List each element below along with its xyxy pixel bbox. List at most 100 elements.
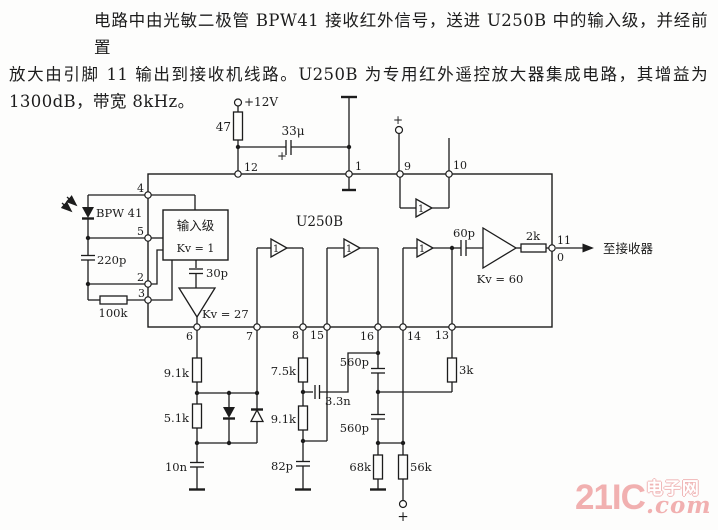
label-c60p: 60p	[453, 226, 475, 240]
paragraph-line-3: 1300dB，带宽 8kHz。	[9, 92, 195, 111]
supply-rail	[232, 95, 357, 192]
label-r47: 47	[216, 120, 231, 134]
pin-15-node	[323, 323, 331, 331]
buffer-14-13	[402, 237, 453, 327]
pin-14-node	[399, 323, 407, 331]
label-c82p: 82p	[271, 459, 293, 473]
pin-label-13: 13	[435, 329, 449, 342]
buffer-amp-icon	[270, 237, 289, 259]
pin-13-node	[448, 323, 456, 331]
label-bottom-terminal-plus: +	[397, 509, 408, 525]
pin-label-12: 12	[244, 161, 258, 174]
pin-label-5: 5	[137, 225, 144, 238]
diode-up-icon	[249, 408, 265, 423]
label-stage-gain: Kv = 1	[177, 242, 215, 255]
label-r5.1k: 5.1k	[164, 411, 190, 425]
label-c3.3n: 3.3n	[325, 394, 351, 408]
label-buffer4: 1	[418, 204, 424, 215]
buffer-amp-icon	[415, 197, 434, 219]
paragraph-line-2: 放大由引脚 11 输出到接收机线路。U250B 为专用红外遥控放大器集成电路，其…	[9, 65, 708, 84]
pin-5-node	[144, 234, 152, 242]
watermark-logo: 21IC 电子网 .com	[575, 478, 712, 519]
pin-16-node	[374, 323, 382, 331]
label-c33u-plus: +	[277, 149, 287, 163]
pin-label-14: 14	[407, 330, 421, 343]
resistor-100k	[99, 295, 128, 305]
label-r3k: 3k	[459, 363, 474, 377]
label-r56k: 56k	[410, 460, 433, 474]
label-out-gain: Kv = 60	[477, 272, 524, 286]
light-arrow-icon	[60, 201, 73, 213]
intro-paragraph: 电路中由光敏二极管 BPW41 接收红外信号，送进 U250B 中的输入级，并经…	[9, 7, 708, 115]
resistor-3k	[446, 357, 458, 383]
label-input-stage: 输入级	[177, 218, 215, 233]
buffer-9-10	[399, 174, 450, 219]
pin-label-3: 3	[138, 287, 145, 300]
pin-label-2: 2	[137, 271, 144, 284]
pin-9-node	[396, 170, 404, 178]
diode-down-icon	[223, 407, 235, 418]
output-amp-icon	[482, 226, 518, 270]
pin-label-6: 6	[186, 330, 193, 343]
label-destination: 至接收器	[603, 241, 654, 256]
watermark-site-name: 电子网	[645, 479, 700, 499]
junction-dots	[85, 144, 455, 446]
pin16-branch	[370, 327, 458, 509]
label-r2k: 2k	[526, 229, 541, 243]
label-buffer3: 1	[419, 244, 425, 255]
label-c33u: 33μ	[281, 124, 304, 138]
label-c560p-b: 560p	[340, 421, 369, 435]
pin-6-node	[193, 323, 201, 331]
pin8-branch	[295, 327, 378, 491]
resistor-56k	[397, 454, 409, 480]
pin-8-node	[299, 323, 307, 331]
pin-label-8: 8	[292, 329, 299, 342]
pin-12-node	[234, 170, 242, 178]
label-out-zero: 0	[557, 251, 564, 264]
watermark-dot-com: .com	[645, 492, 712, 519]
output-stage	[452, 226, 594, 270]
pin-11-node	[548, 244, 556, 252]
label-r9.1k-b: 9.1k	[271, 412, 297, 426]
bottom-terminal	[398, 499, 408, 509]
label-r7.5k: 7.5k	[271, 364, 297, 378]
label-r100k: 100k	[99, 306, 129, 320]
pin-label-4: 4	[137, 182, 144, 195]
pin-label-7: 7	[246, 330, 253, 343]
pin9-terminal	[394, 125, 450, 174]
watermark-brand: 21IC	[575, 478, 646, 517]
buffer-7-8	[256, 237, 304, 327]
photodiode-icon	[82, 207, 94, 218]
pin-label-1: 1	[355, 160, 362, 173]
pin-1-node	[345, 170, 353, 178]
resistor-47	[232, 111, 244, 141]
label-buffer2: 1	[346, 244, 352, 255]
resistor-2k	[520, 243, 547, 253]
pin6-branch	[189, 327, 265, 491]
label-c560p-a: 560p	[340, 355, 369, 369]
label-term9-plus: +	[393, 113, 403, 127]
supply-terminal	[233, 98, 243, 107]
label-ic-name: U250B	[296, 214, 343, 230]
label-r68k: 68k	[349, 460, 372, 474]
paragraph-line-1: 电路中由光敏二极管 BPW41 接收红外信号，送进 U250B 中的输入级，并经…	[94, 11, 708, 57]
label-c220p: 220p	[97, 253, 126, 267]
label-preamp-gain: Kv = 27	[202, 307, 249, 321]
pin-label-10: 10	[453, 159, 467, 172]
pin-2-node	[144, 280, 152, 288]
pin-4-node	[144, 191, 152, 199]
photodiode-branch	[60, 194, 148, 305]
pin-label-16: 16	[360, 330, 374, 343]
resistor-5.1k	[191, 403, 203, 429]
label-supply: +12V	[244, 95, 278, 109]
pin-label-11: 11	[557, 234, 571, 247]
resistor-9.1k-b	[297, 405, 309, 431]
buffer-15-16	[326, 237, 379, 327]
label-c30p: 30p	[206, 266, 228, 280]
resistor-9.1k-a	[191, 357, 203, 383]
pin-7-node	[253, 323, 261, 331]
pin-3-node	[144, 296, 152, 304]
label-c10n: 10n	[165, 460, 188, 474]
resistor-68k	[372, 454, 384, 480]
